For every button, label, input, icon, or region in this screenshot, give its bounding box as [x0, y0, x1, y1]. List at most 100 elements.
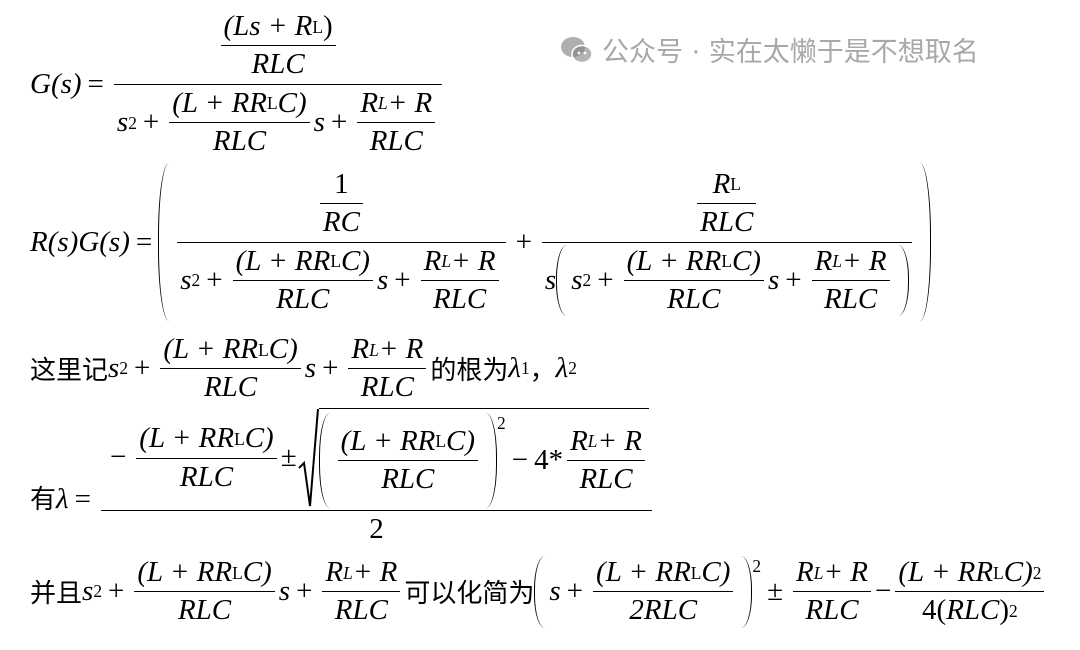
denominator: RLC [232, 279, 373, 316]
term: RLC [276, 282, 330, 315]
superscript: 2 [1009, 601, 1018, 621]
term: R [423, 244, 442, 277]
superscript: 2 [93, 581, 103, 602]
term: s [544, 263, 557, 296]
term: (L + RR [235, 244, 331, 277]
denominator: RLC [220, 45, 336, 81]
left-paren [556, 244, 567, 317]
term: C) [1003, 556, 1033, 588]
superscript: 2 [497, 413, 506, 433]
denominator: 4(RLC)2 [895, 591, 1045, 627]
right-paren [741, 556, 753, 628]
term: s [376, 263, 389, 296]
subscript: L [232, 562, 243, 583]
subscript: L [730, 174, 741, 195]
term: RLC [667, 282, 721, 315]
lhs: G(s) [30, 67, 82, 100]
term: RLC [212, 125, 267, 158]
term: RLC [700, 206, 754, 239]
term: R [570, 424, 588, 457]
superscript: 2 [128, 112, 137, 133]
denominator: RLC [160, 368, 301, 404]
numerator: 1 RC [313, 168, 370, 242]
term: C) [731, 244, 761, 277]
term: + R [378, 333, 424, 365]
superscript: 2 [119, 358, 129, 379]
subscript: L [690, 562, 702, 583]
denominator: RLC [136, 457, 277, 494]
term: R [712, 167, 731, 200]
term: RLC [824, 282, 878, 315]
term: s [304, 352, 317, 385]
term: R [360, 86, 379, 119]
term: s [180, 263, 192, 296]
term: s [278, 575, 291, 608]
text: ， [529, 356, 556, 387]
term: RC [322, 206, 360, 239]
subscript: L [369, 339, 379, 360]
subscript: L [258, 339, 269, 360]
term: (L + RR [137, 556, 233, 588]
denominator: 2 [100, 510, 652, 546]
term: s [108, 352, 120, 385]
term: 1 [334, 167, 349, 200]
radical-sign-icon [297, 408, 319, 508]
fraction: 1 RC [319, 167, 363, 240]
term: RLC [203, 371, 258, 404]
equals: = [87, 67, 104, 100]
term: ) [999, 594, 1010, 627]
denominator: RLC [322, 591, 401, 627]
term: λ [555, 352, 569, 385]
term: 4* [534, 443, 564, 476]
text: 这里记 [30, 356, 109, 387]
plus: + [296, 575, 313, 608]
superscript: 2 [582, 270, 592, 291]
denominator: RLC [169, 122, 310, 158]
term: λ [508, 352, 521, 385]
plus-minus: ± [280, 441, 297, 474]
plus: + [515, 225, 532, 258]
term: s [313, 105, 325, 138]
term: + R [597, 424, 642, 457]
plus: + [597, 263, 614, 296]
wechat-icon [561, 36, 593, 63]
term: s [116, 105, 129, 138]
text: 的根为 [430, 356, 509, 387]
minus: − [109, 441, 127, 474]
subscript: L [435, 431, 446, 452]
term: + R [352, 556, 398, 588]
right-paren [920, 163, 931, 321]
superscript: 2 [1032, 562, 1042, 583]
plus: + [330, 105, 348, 138]
left-paren [318, 413, 330, 508]
plus: + [206, 263, 223, 296]
term: RLC [334, 594, 388, 627]
subscript: L [267, 93, 278, 114]
plus-minus: ± [767, 575, 784, 608]
subscript: L [813, 562, 824, 583]
term: s [549, 575, 561, 608]
